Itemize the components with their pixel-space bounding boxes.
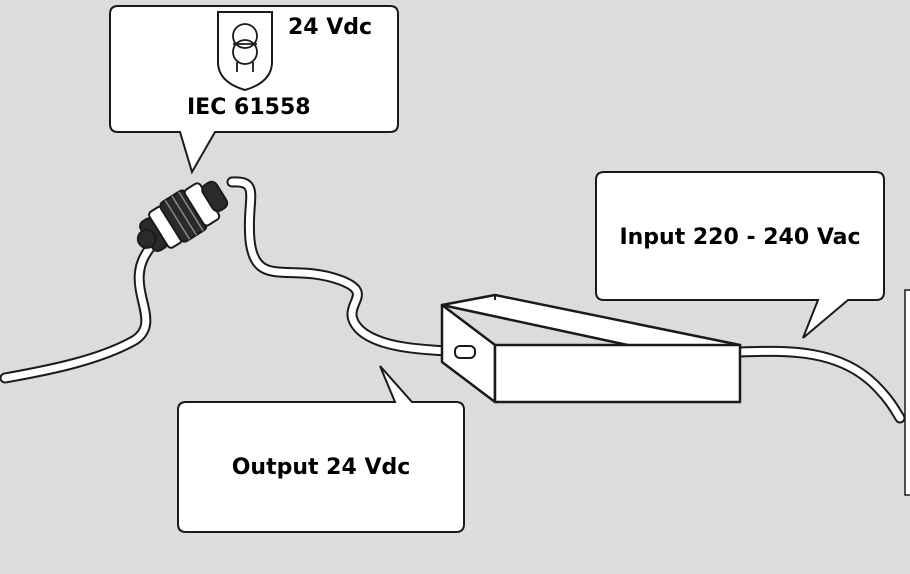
power-supply-box [440, 293, 742, 404]
connector-standard-label: IEC 61558 [187, 95, 311, 120]
cropped-panel [904, 289, 910, 496]
callout-output: Output 24 Vdc [177, 365, 465, 533]
safety-transformer-icon [217, 11, 273, 92]
output-label: Output 24 Vdc [232, 455, 411, 480]
cable-connector [136, 180, 229, 252]
input-label: Input 220 - 240 Vac [619, 225, 860, 250]
lamp-cable [0, 242, 156, 384]
output-cable [226, 176, 478, 358]
input-cable [734, 345, 906, 424]
callout-connector: 24 Vdc IEC 61558 [109, 5, 399, 175]
connector-voltage-label: 24 Vdc [288, 15, 372, 40]
callout-input: Input 220 - 240 Vac [595, 171, 885, 339]
